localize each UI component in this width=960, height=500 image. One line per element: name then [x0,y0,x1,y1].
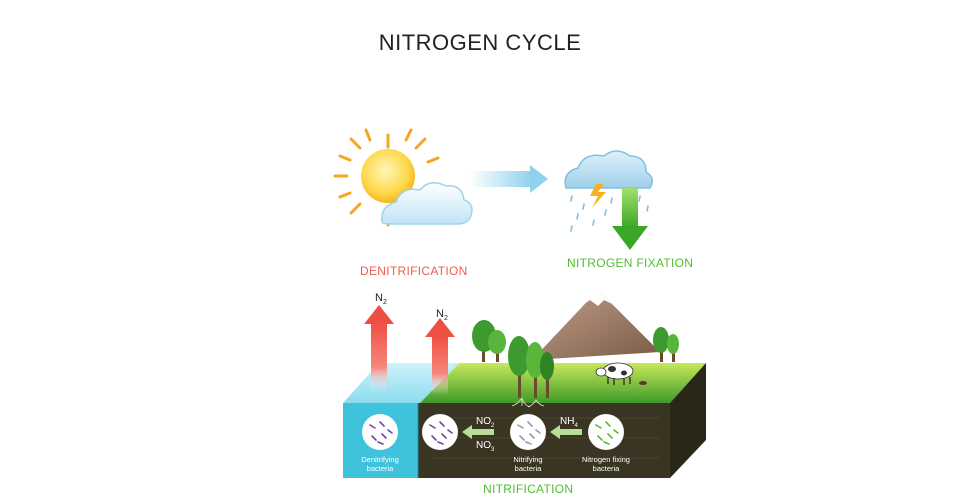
dung-icon [639,381,647,385]
cow-icon [595,362,634,385]
sun-icon [333,128,440,227]
no2-label: NO2 [476,416,495,429]
nitrifying-bacteria-caption-line1: Nitrifying [513,455,542,464]
tree-group-center [508,336,554,398]
nitrification-label: NITRIFICATION [483,482,574,496]
fixation-arrow [612,188,648,250]
tree-group-left [472,320,506,362]
nitrogen-fixation-label: NITROGEN FIXATION [567,256,694,270]
nitrifying-bacteria-circle-1 [422,414,458,450]
n2-label-left: N2 [375,292,387,306]
sky-arrow [470,165,548,193]
tree-group-right [653,327,679,362]
denitrifying-bacteria-caption-line2: bacteria [367,464,395,473]
n2-arrow-left [364,305,394,392]
n2-label-right: N2 [436,308,448,322]
cloud-icon [381,182,473,225]
denitrifying-bacteria-caption-line1: Denitrifying [361,455,399,464]
nitrogen-fixing-bacteria-caption-line2: bacteria [593,464,621,473]
denitrification-label: DENITRIFICATION [360,264,468,278]
no2-arrow [462,425,494,439]
nitrogen-fixing-bacteria-circle [588,414,624,450]
rain-cloud-icon [564,150,653,232]
denitrifying-bacteria-circle [362,414,398,450]
n2-arrow-right [425,318,455,395]
nh4-label: NH4 [560,416,578,429]
no3-label: NO3 [476,440,495,453]
land-block [343,290,706,478]
nitrogen-fixing-bacteria-caption-line1: Nitrogen fixing [582,455,630,464]
nitrifying-bacteria-caption-line2: bacteria [515,464,543,473]
nh4-arrow [550,425,582,439]
page-title: NITROGEN CYCLE [378,30,582,55]
nitrifying-bacteria-circle-2 [510,414,546,450]
